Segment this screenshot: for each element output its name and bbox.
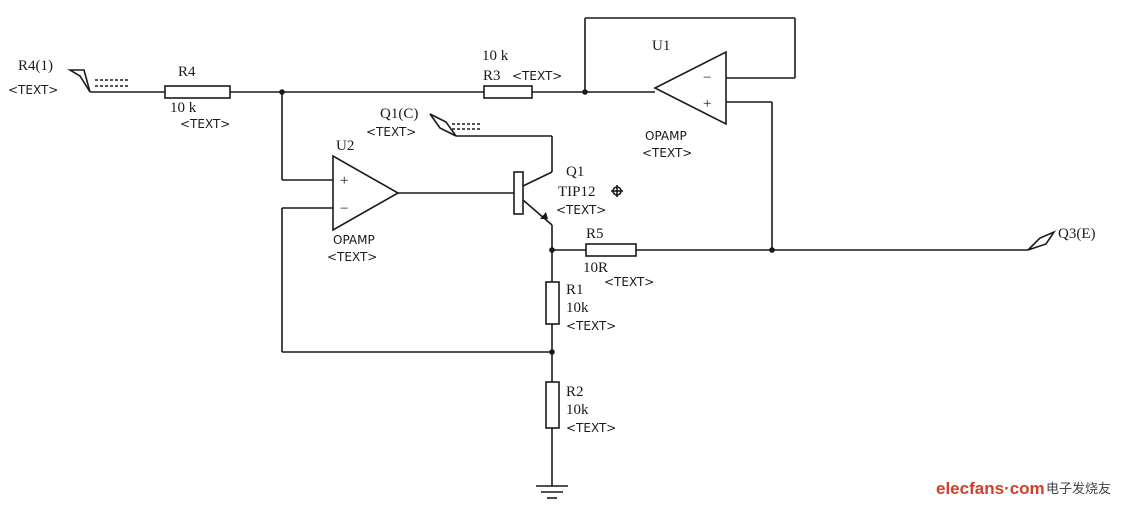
opamp-u1: − + U1 OPAMP <TEXT>: [642, 38, 727, 160]
u1-ref: U1: [652, 38, 670, 54]
opamp-u2-triangle: [332, 154, 400, 232]
port-q1c-name: Q1(C): [380, 106, 418, 122]
r3-ref: R3: [483, 68, 501, 84]
opamp-u2: + − U2 OPAMP <TEXT>: [327, 138, 400, 264]
q1-collector-lead: [522, 171, 553, 187]
emitter-arrow-icon: [540, 212, 548, 219]
q1-text: <TEXT>: [556, 203, 606, 217]
port-q1c-text: <TEXT>: [366, 125, 416, 139]
r3-text: <TEXT>: [512, 69, 562, 83]
q1-part: TIP12: [558, 184, 596, 200]
resistor-r5: R5 10R <TEXT>: [583, 226, 654, 289]
port-flag-icon: [67, 69, 91, 93]
resistor-r1: R1 10k <TEXT>: [545, 281, 616, 333]
q1-emitter-lead: [522, 199, 553, 226]
port-r4-name: R4(1): [18, 58, 53, 74]
r1-ref: R1: [566, 282, 584, 298]
port-q3e: Q3(E): [1027, 226, 1096, 251]
r4-value: 10 k: [170, 100, 197, 116]
junction-dot: [549, 349, 555, 355]
u2-minus-sign: −: [340, 201, 348, 217]
junction-dot: [582, 89, 588, 95]
u2-plus-sign: +: [340, 173, 348, 189]
transistor-q1-base-bar: [513, 171, 524, 215]
r5-text: <TEXT>: [604, 275, 654, 289]
port-q1c: Q1(C) <TEXT>: [366, 106, 457, 139]
r5-value: 10R: [583, 260, 608, 276]
crosshair-icon: [611, 185, 623, 197]
transistor-q1: Q1 TIP12 <TEXT>: [513, 164, 623, 226]
port-flag-icon: [429, 113, 457, 137]
opamp-u1-triangle: [653, 50, 727, 126]
resistor-r1-body: [545, 281, 560, 325]
r1-value: 10k: [566, 300, 589, 316]
watermark-brand: elecfans·com: [936, 479, 1045, 498]
q1-ref: Q1: [566, 164, 584, 180]
resistor-r4-body: [164, 85, 231, 99]
port-r4-text: <TEXT>: [8, 83, 58, 97]
r3-value: 10 k: [482, 48, 509, 64]
u1-type: OPAMP: [645, 129, 687, 143]
resistor-r2-body: [545, 381, 560, 429]
ground-icon: [536, 485, 568, 499]
r2-text: <TEXT>: [566, 421, 616, 435]
r2-value: 10k: [566, 402, 589, 418]
watermark: elecfans·com 电子发烧友: [936, 479, 1111, 498]
resistor-r3: 10 k R3 <TEXT>: [482, 48, 562, 99]
junction-dot: [279, 89, 285, 95]
resistor-r5-body: [585, 243, 637, 257]
junctions: [279, 89, 775, 355]
watermark-cn: 电子发烧友: [1046, 481, 1111, 496]
r1-text: <TEXT>: [566, 319, 616, 333]
port-q3e-name: Q3(E): [1058, 226, 1096, 242]
port-flag-icon: [1027, 230, 1057, 251]
resistor-r4: R4 10 k <TEXT>: [164, 64, 231, 131]
u1-minus-sign: −: [703, 70, 711, 86]
u2-type: OPAMP: [333, 233, 375, 247]
r4-ref: R4: [178, 64, 196, 80]
u2-text: <TEXT>: [327, 250, 377, 264]
r4-text: <TEXT>: [180, 117, 230, 131]
junction-dot: [549, 247, 555, 253]
u2-ref: U2: [336, 138, 354, 154]
port-r4-input: R4(1) <TEXT>: [8, 58, 91, 97]
r5-ref: R5: [586, 226, 604, 242]
resistor-r2: R2 10k <TEXT>: [545, 381, 616, 435]
resistor-r3-body: [483, 85, 533, 99]
junction-dot: [769, 247, 775, 253]
u1-text: <TEXT>: [642, 146, 692, 160]
u1-plus-sign: +: [703, 96, 711, 112]
r2-ref: R2: [566, 384, 584, 400]
